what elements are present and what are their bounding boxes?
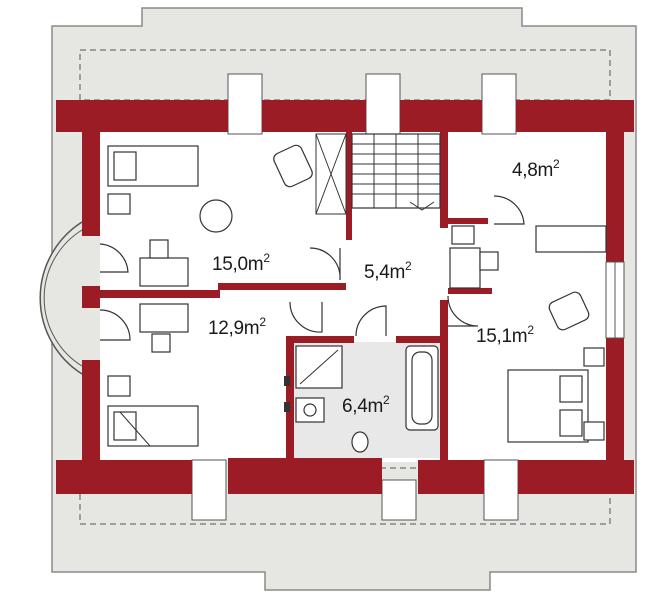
chair-icon [479, 251, 499, 271]
bathroom-fixtures [284, 345, 439, 453]
small-room-area-label: 4,8m2 [512, 157, 560, 181]
bay-window [39, 221, 83, 375]
stove-icon [451, 225, 475, 245]
counter-icon [535, 225, 607, 253]
armchair-icon [548, 291, 590, 331]
dormers-bottom [191, 459, 519, 521]
table-icon [199, 199, 233, 233]
room-c-area-label: 15,1m2 [476, 323, 534, 347]
walls [56, 100, 634, 494]
room-b-furniture [107, 303, 199, 447]
chair-icon [151, 333, 171, 353]
sink-icon [295, 397, 325, 423]
desk-icon [139, 303, 189, 333]
staircase [315, 133, 441, 215]
room-a-furniture [107, 144, 313, 287]
nightstand-icon [583, 347, 605, 367]
room-b-area-label: 12,9m2 [208, 315, 266, 339]
hall-area-label: 5,4m2 [364, 259, 412, 283]
right-window [605, 261, 625, 339]
armchair-icon [273, 144, 313, 188]
cabinet-icon [449, 247, 481, 289]
desk-icon [139, 257, 189, 287]
toilet-icon [351, 431, 369, 453]
room-c-furniture [449, 225, 607, 443]
nightstand-icon [583, 421, 605, 441]
bath-area-label: 6,4m2 [342, 393, 390, 417]
room-a-area-label: 15,0m2 [212, 251, 270, 275]
nightstand-icon [107, 375, 131, 397]
nightstand-icon [107, 193, 131, 215]
door-swings [99, 195, 525, 341]
chair-icon [149, 239, 169, 259]
